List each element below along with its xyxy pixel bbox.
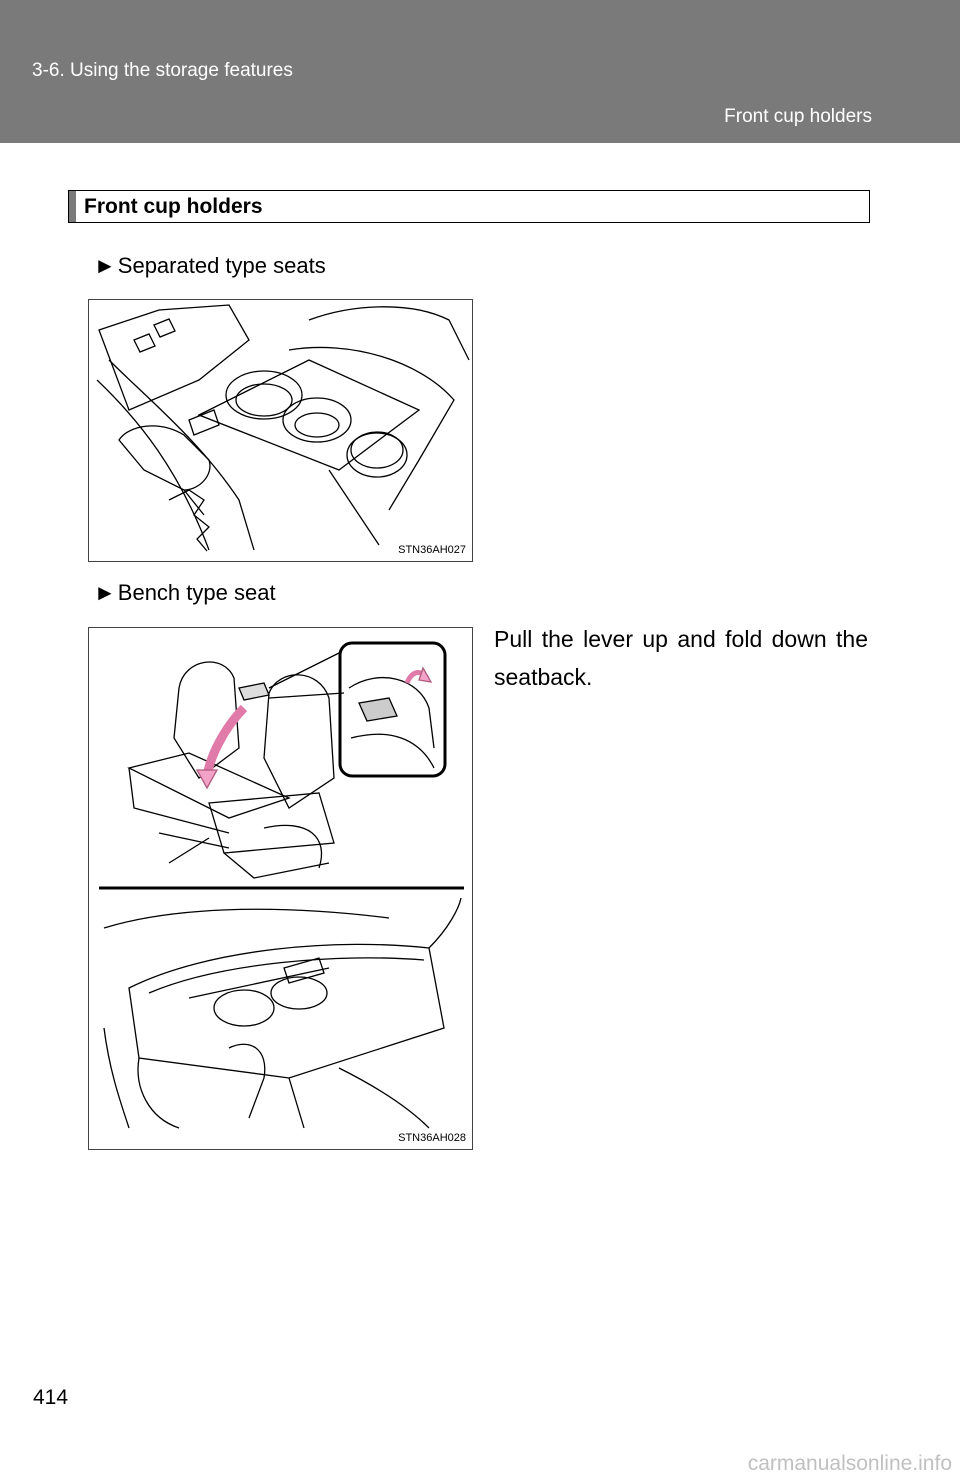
bullet-bench-seat: ►Bench type seat (94, 580, 276, 606)
console-illustration (96, 304, 470, 552)
figure-id: STN36AH028 (398, 1132, 466, 1144)
page-number: 414 (33, 1386, 69, 1409)
section-label: 3-6. Using the storage features (32, 60, 293, 81)
heading-accent-bar (69, 191, 76, 222)
right-arrow-icon: ► (94, 253, 116, 278)
bullet-label: Separated type seats (117, 253, 326, 278)
bench-seat-illustration (99, 641, 464, 1129)
figure-separated-seats: STN36AH027 (88, 299, 473, 562)
right-arrow-icon: ► (94, 580, 116, 605)
section-heading: Front cup holders (84, 195, 263, 218)
page-header: 3-6. Using the storage features Front cu… (0, 0, 960, 143)
bullet-label: Bench type seat (117, 580, 276, 605)
figure-bench-seat: STN36AH028 (88, 627, 473, 1150)
header-title: Front cup holders (724, 106, 872, 127)
watermark: carmanualsonline.info (747, 1452, 952, 1475)
figure-id: STN36AH027 (398, 544, 466, 556)
section-heading-box: Front cup holders (68, 190, 870, 223)
instruction-text: Pull the lever up and fold down the seat… (494, 626, 868, 690)
bullet-separated-seats: ►Separated type seats (94, 253, 326, 279)
